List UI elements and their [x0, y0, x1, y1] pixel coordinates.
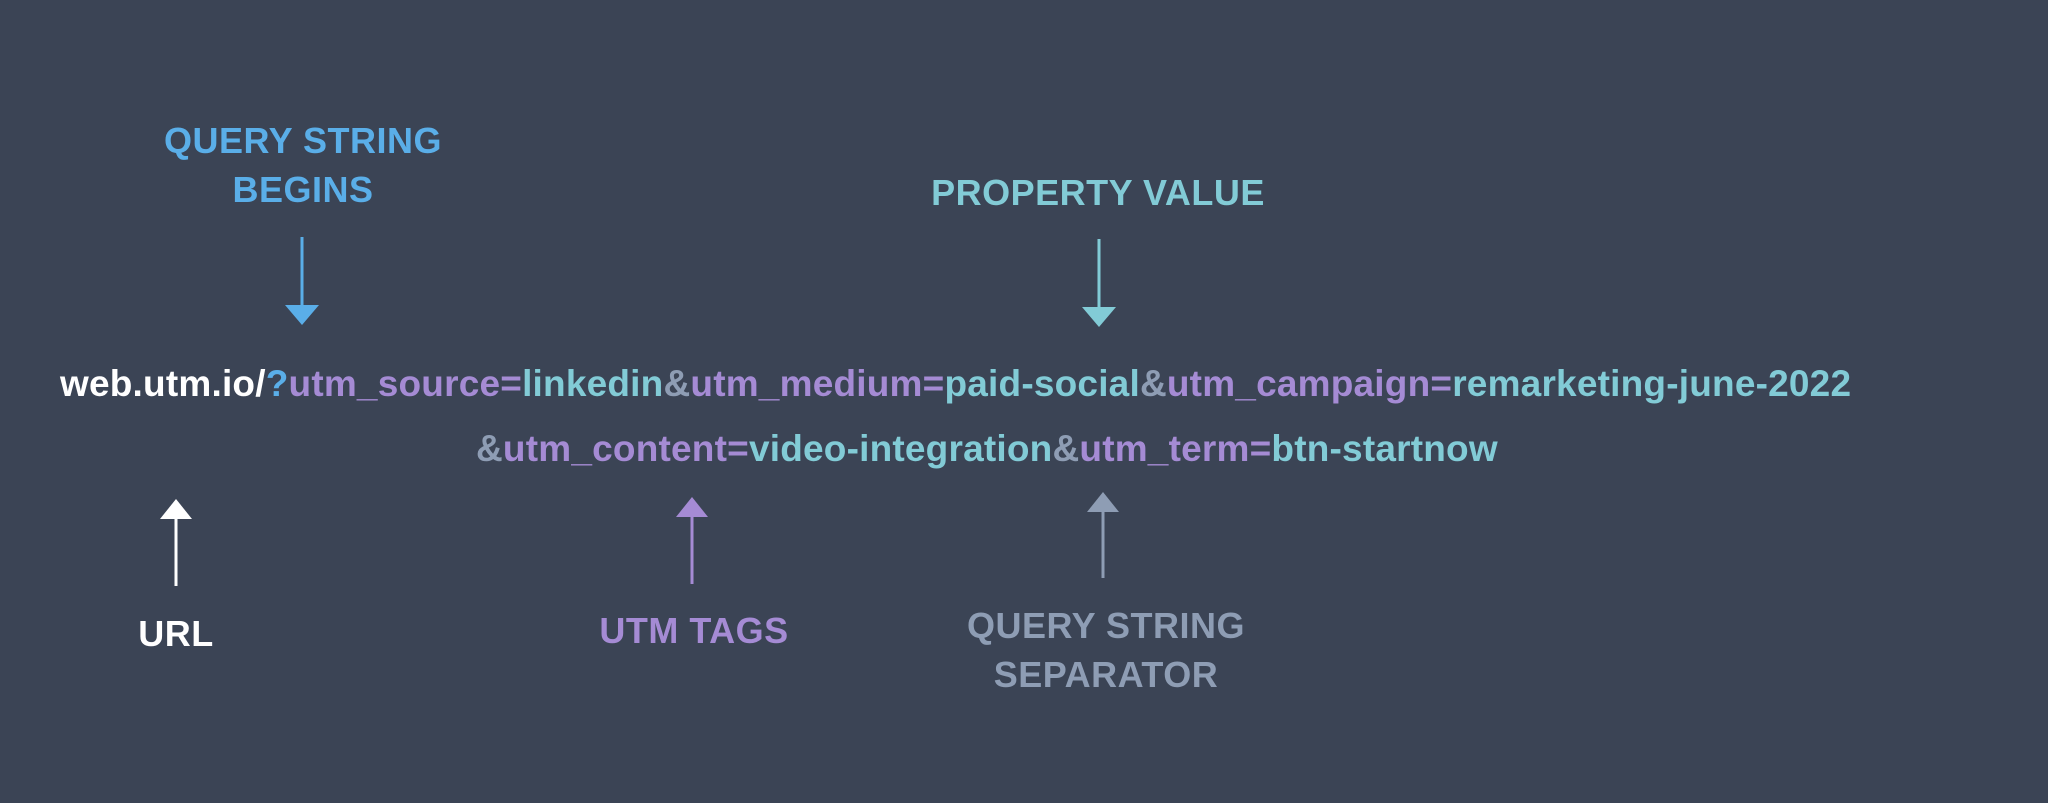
utm-tags-arrow — [676, 497, 708, 584]
query-string-separator-label-line-2: SEPARATOR — [993, 654, 1219, 695]
property-value-label: PROPERTY VALUE — [931, 172, 1265, 213]
utm-tag-term: utm_term= — [1079, 428, 1272, 469]
utm-tag-content: utm_content= — [502, 428, 749, 469]
utm-tags-label: UTM TAGS — [599, 610, 789, 651]
query-string-separator-arrow-head — [1087, 492, 1119, 512]
url-arrow — [160, 499, 192, 586]
separator-medium: & — [663, 363, 691, 404]
query-start-symbol: ? — [265, 363, 289, 404]
url-arrow-head — [160, 499, 192, 519]
utm-tag-campaign: utm_campaign= — [1166, 363, 1453, 404]
url-base: web.utm.io/ — [60, 363, 266, 404]
separator-term: & — [1052, 428, 1080, 469]
url-label: URL — [138, 613, 214, 654]
utm-tag-source: utm_source= — [288, 363, 523, 404]
query-string-begins-label: QUERY STRING BEGINS — [123, 116, 483, 214]
property-value-source: linkedin — [522, 363, 664, 404]
query-string-begins-label-line-1: QUERY STRING — [163, 120, 443, 161]
property-value-arrow — [1082, 239, 1116, 327]
query-string-separator-label: QUERY STRING SEPARATOR — [911, 601, 1301, 699]
query-string-begins-arrow-head — [285, 305, 319, 325]
property-value-term: btn-startnow — [1271, 428, 1498, 469]
property-value-content: video-integration — [748, 428, 1053, 469]
query-string-separator-label-line-1: QUERY STRING — [966, 605, 1246, 646]
utm-tags-arrow-head — [676, 497, 708, 517]
url-line-1: web.utm.io/?utm_source=linkedin&utm_medi… — [60, 360, 1851, 408]
property-value-campaign: remarketing-june-2022 — [1452, 363, 1852, 404]
separator-campaign: & — [1139, 363, 1167, 404]
property-value-arrow-head — [1082, 307, 1116, 327]
utm-tag-medium: utm_medium= — [690, 363, 945, 404]
separator-content: & — [476, 428, 503, 469]
query-string-separator-arrow — [1087, 492, 1119, 578]
url-line-2: &utm_content=video-integration&utm_term=… — [476, 425, 1498, 473]
query-string-begins-label-line-2: BEGINS — [232, 169, 374, 210]
query-string-begins-arrow — [285, 237, 319, 325]
property-value-medium: paid-social — [944, 363, 1140, 404]
